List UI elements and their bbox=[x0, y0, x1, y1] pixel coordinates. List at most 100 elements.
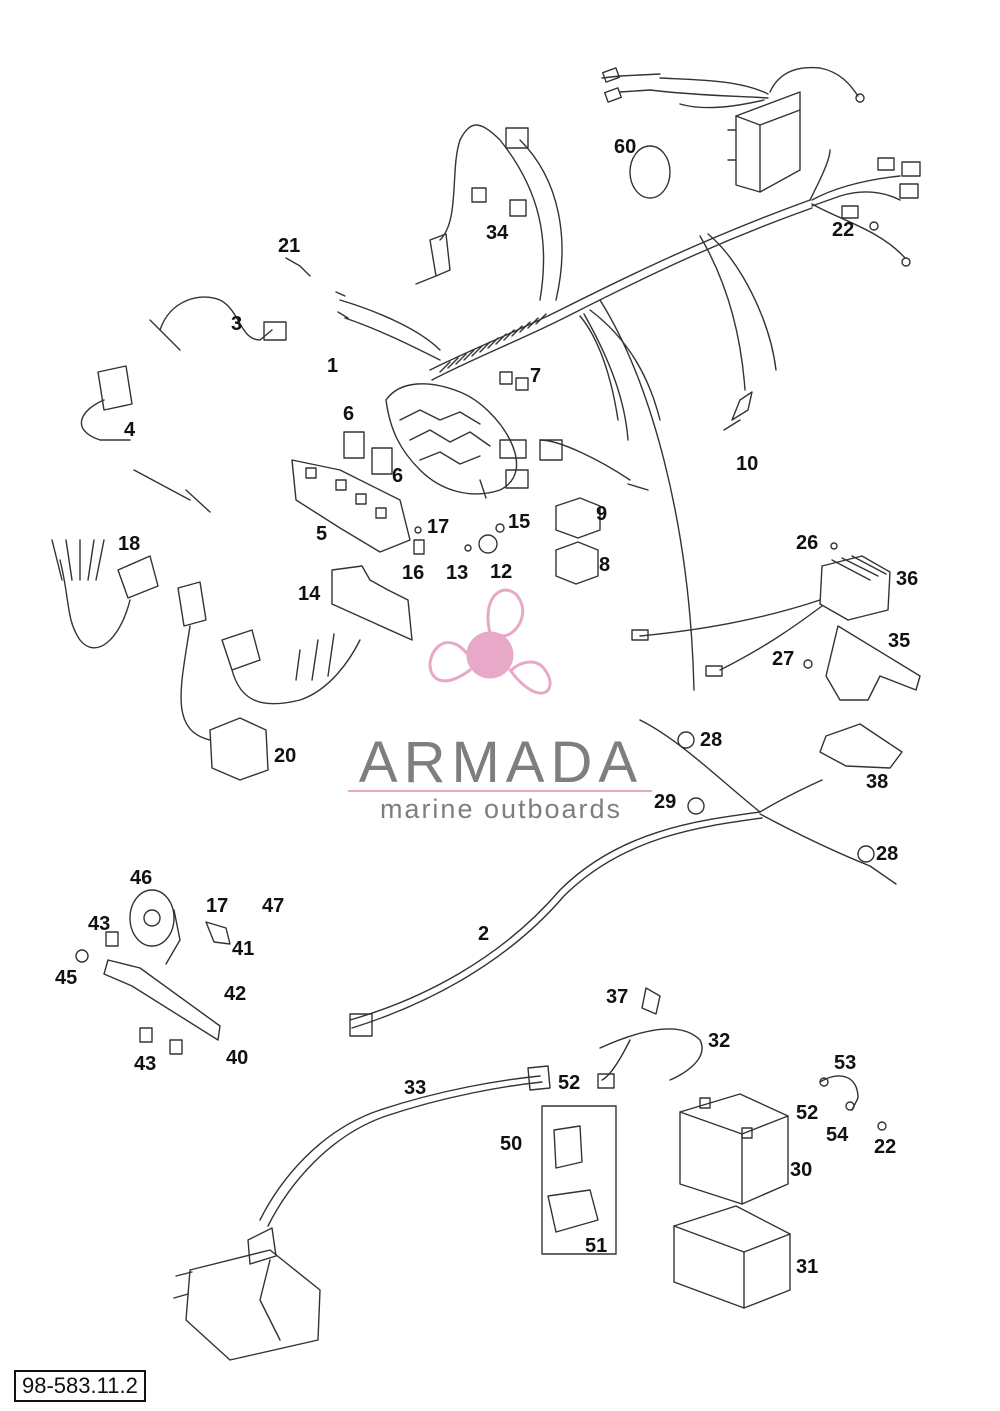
relay-6b bbox=[371, 447, 393, 475]
generator-20 bbox=[177, 581, 361, 781]
part-15 bbox=[495, 523, 505, 533]
clamp-41 bbox=[205, 921, 231, 945]
label-30: 30 bbox=[790, 1159, 813, 1181]
relay-socket-8 bbox=[555, 541, 599, 585]
label-28a: 28 bbox=[700, 729, 723, 751]
bracket-35 bbox=[825, 625, 921, 701]
cable-53 bbox=[819, 1075, 859, 1111]
label-1: 1 bbox=[327, 355, 339, 377]
label-37: 37 bbox=[606, 986, 629, 1008]
label-18: 18 bbox=[118, 533, 141, 555]
label-38: 38 bbox=[866, 771, 889, 793]
label-16: 16 bbox=[402, 562, 425, 584]
label-45: 45 bbox=[55, 967, 78, 989]
label-34: 34 bbox=[486, 222, 509, 244]
label-43a: 43 bbox=[88, 913, 111, 935]
wiring-32 bbox=[597, 987, 703, 1089]
regulator-36 bbox=[631, 555, 891, 677]
harness-2 bbox=[349, 719, 897, 1037]
part-7b bbox=[515, 377, 529, 391]
label-3: 3 bbox=[231, 313, 243, 335]
part-13 bbox=[464, 544, 472, 552]
battery-30 bbox=[679, 1093, 789, 1205]
label-6b: 6 bbox=[392, 465, 404, 487]
holder-51 bbox=[547, 1189, 599, 1233]
bolt-22 bbox=[877, 1121, 887, 1131]
label-32: 32 bbox=[708, 1030, 731, 1052]
label-40: 40 bbox=[226, 1047, 249, 1069]
label-41: 41 bbox=[232, 938, 255, 960]
solenoid-frame bbox=[541, 1105, 617, 1255]
label-29: 29 bbox=[654, 791, 677, 813]
label-20: 20 bbox=[274, 745, 297, 767]
sensor-3 bbox=[149, 296, 287, 351]
label-22a: 22 bbox=[832, 219, 855, 241]
label-22b: 22 bbox=[874, 1136, 897, 1158]
label-13: 13 bbox=[446, 562, 469, 584]
part-16 bbox=[413, 539, 425, 555]
label-21: 21 bbox=[278, 235, 301, 257]
label-53: 53 bbox=[834, 1052, 857, 1074]
label-14: 14 bbox=[298, 583, 321, 605]
part-26 bbox=[830, 542, 838, 550]
bolt-27 bbox=[803, 659, 813, 669]
cover-plate bbox=[331, 565, 413, 641]
main-harness-trunk bbox=[335, 124, 921, 691]
horn-46 bbox=[129, 889, 181, 965]
washer-54 bbox=[845, 1101, 855, 1111]
label-12: 12 bbox=[490, 561, 513, 583]
mounting-bracket bbox=[291, 459, 411, 553]
label-52b: 52 bbox=[796, 1102, 819, 1124]
cdi-unit bbox=[601, 66, 865, 193]
bolt-22-top bbox=[869, 221, 879, 231]
watermark-tagline: marine outboards bbox=[379, 794, 623, 824]
label-8: 8 bbox=[599, 554, 611, 576]
label-4: 4 bbox=[124, 419, 136, 441]
starter-cable-33 bbox=[247, 1065, 551, 1265]
label-28b: 28 bbox=[876, 843, 899, 865]
label-52a: 52 bbox=[558, 1072, 581, 1094]
label-60: 60 bbox=[614, 136, 637, 158]
watermark-divider bbox=[348, 790, 652, 792]
bracket-40 bbox=[103, 959, 221, 1041]
clip-43a bbox=[105, 931, 119, 947]
ring-60 bbox=[629, 145, 671, 199]
label-17b: 17 bbox=[206, 895, 229, 917]
label-6a: 6 bbox=[343, 403, 355, 425]
label-27: 27 bbox=[772, 648, 795, 670]
watermark-propeller bbox=[428, 588, 552, 695]
watermark-brand: ARMADA bbox=[358, 730, 644, 795]
label-26: 26 bbox=[796, 532, 819, 554]
switch-4 bbox=[80, 365, 211, 513]
label-17a: 17 bbox=[427, 516, 450, 538]
label-33: 33 bbox=[404, 1077, 427, 1099]
label-9: 9 bbox=[596, 503, 608, 525]
relay-6a bbox=[343, 431, 365, 459]
label-36: 36 bbox=[896, 568, 919, 590]
label-31: 31 bbox=[796, 1256, 819, 1278]
label-7: 7 bbox=[530, 365, 542, 387]
label-10: 10 bbox=[736, 453, 759, 475]
label-15: 15 bbox=[508, 511, 531, 533]
clip-43b bbox=[139, 1027, 153, 1043]
label-50: 50 bbox=[500, 1133, 523, 1155]
nut-45 bbox=[75, 949, 89, 963]
label-46: 46 bbox=[130, 867, 153, 889]
battery-box-31 bbox=[673, 1205, 791, 1309]
label-42: 42 bbox=[224, 983, 247, 1005]
part-21 bbox=[285, 257, 311, 277]
solenoid-50 bbox=[553, 1125, 583, 1169]
label-47: 47 bbox=[262, 895, 285, 917]
part-12 bbox=[478, 534, 498, 554]
wiring-18 bbox=[51, 539, 159, 649]
relay-9 bbox=[555, 497, 601, 539]
part-17 bbox=[414, 526, 422, 534]
label-2: 2 bbox=[478, 923, 490, 945]
clip-43c bbox=[169, 1039, 183, 1055]
label-54: 54 bbox=[826, 1124, 849, 1146]
label-35: 35 bbox=[888, 630, 911, 652]
starter-motor bbox=[173, 1249, 321, 1361]
label-43b: 43 bbox=[134, 1053, 157, 1075]
